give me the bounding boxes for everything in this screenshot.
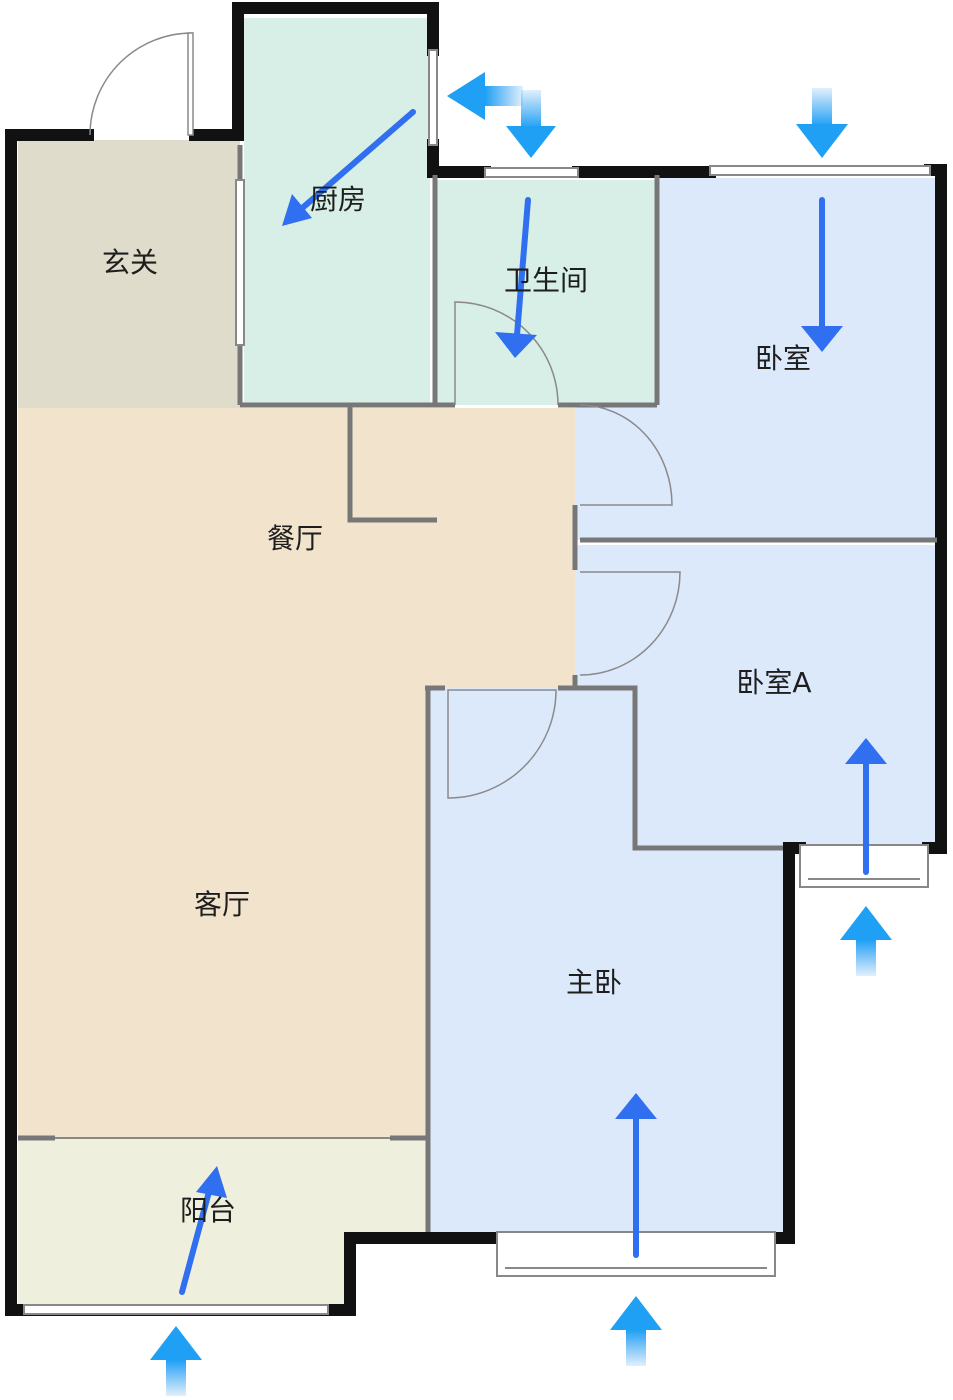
kitchen-light-arrow (447, 72, 523, 120)
bedroom-light-arrow (796, 88, 848, 158)
bedroom-hall-area (575, 405, 657, 540)
kitchen-opening (235, 179, 245, 346)
master-bedroom-area (428, 688, 783, 1232)
bedroom-area (657, 178, 937, 540)
dining-label: 餐厅 (267, 522, 323, 555)
bedroom-door (579, 404, 673, 506)
bathroom-light-arrow (506, 90, 556, 158)
bedroom-label: 卧室 (755, 342, 811, 375)
balcony-area (18, 1138, 428, 1305)
bedroom-window (709, 165, 931, 176)
master-bedroom-light-arrow (610, 1296, 662, 1366)
entrance-label: 玄关 (102, 246, 158, 279)
bathroom-area (437, 180, 657, 405)
master-bedroom-door (447, 689, 557, 799)
bathroom-window (484, 167, 579, 178)
entrance-door (89, 32, 193, 136)
balcony-light-arrow (150, 1326, 202, 1396)
room-fills (18, 18, 937, 1305)
living-label: 客厅 (194, 888, 250, 921)
kitchen-window (428, 49, 438, 146)
bedroom-a-label: 卧室A (736, 666, 811, 699)
kitchen-label: 厨房 (310, 183, 366, 216)
flow-arrows (179, 109, 887, 1295)
master-bedroom-label: 主卧 (566, 966, 622, 999)
bedroom-a-door (579, 571, 681, 676)
bathroom-door (454, 301, 559, 406)
outer-walls (5, 2, 947, 1316)
light-arrows (150, 72, 892, 1396)
living-dining-area (18, 408, 575, 1138)
entrance-area (18, 140, 240, 408)
kitchen-area (244, 18, 430, 405)
bedroom-a-light-arrow (840, 906, 892, 976)
room-labels: 玄关 厨房 卫生间 卧室 餐厅 卧室A 客厅 主卧 阳台 (102, 183, 812, 1227)
doors (89, 32, 681, 799)
bedroom-a-area (575, 545, 937, 845)
balcony-label: 阳台 (180, 1194, 236, 1227)
bathroom-label: 卫生间 (504, 264, 588, 297)
inner-walls (18, 145, 937, 1232)
balcony-window (23, 1304, 329, 1315)
